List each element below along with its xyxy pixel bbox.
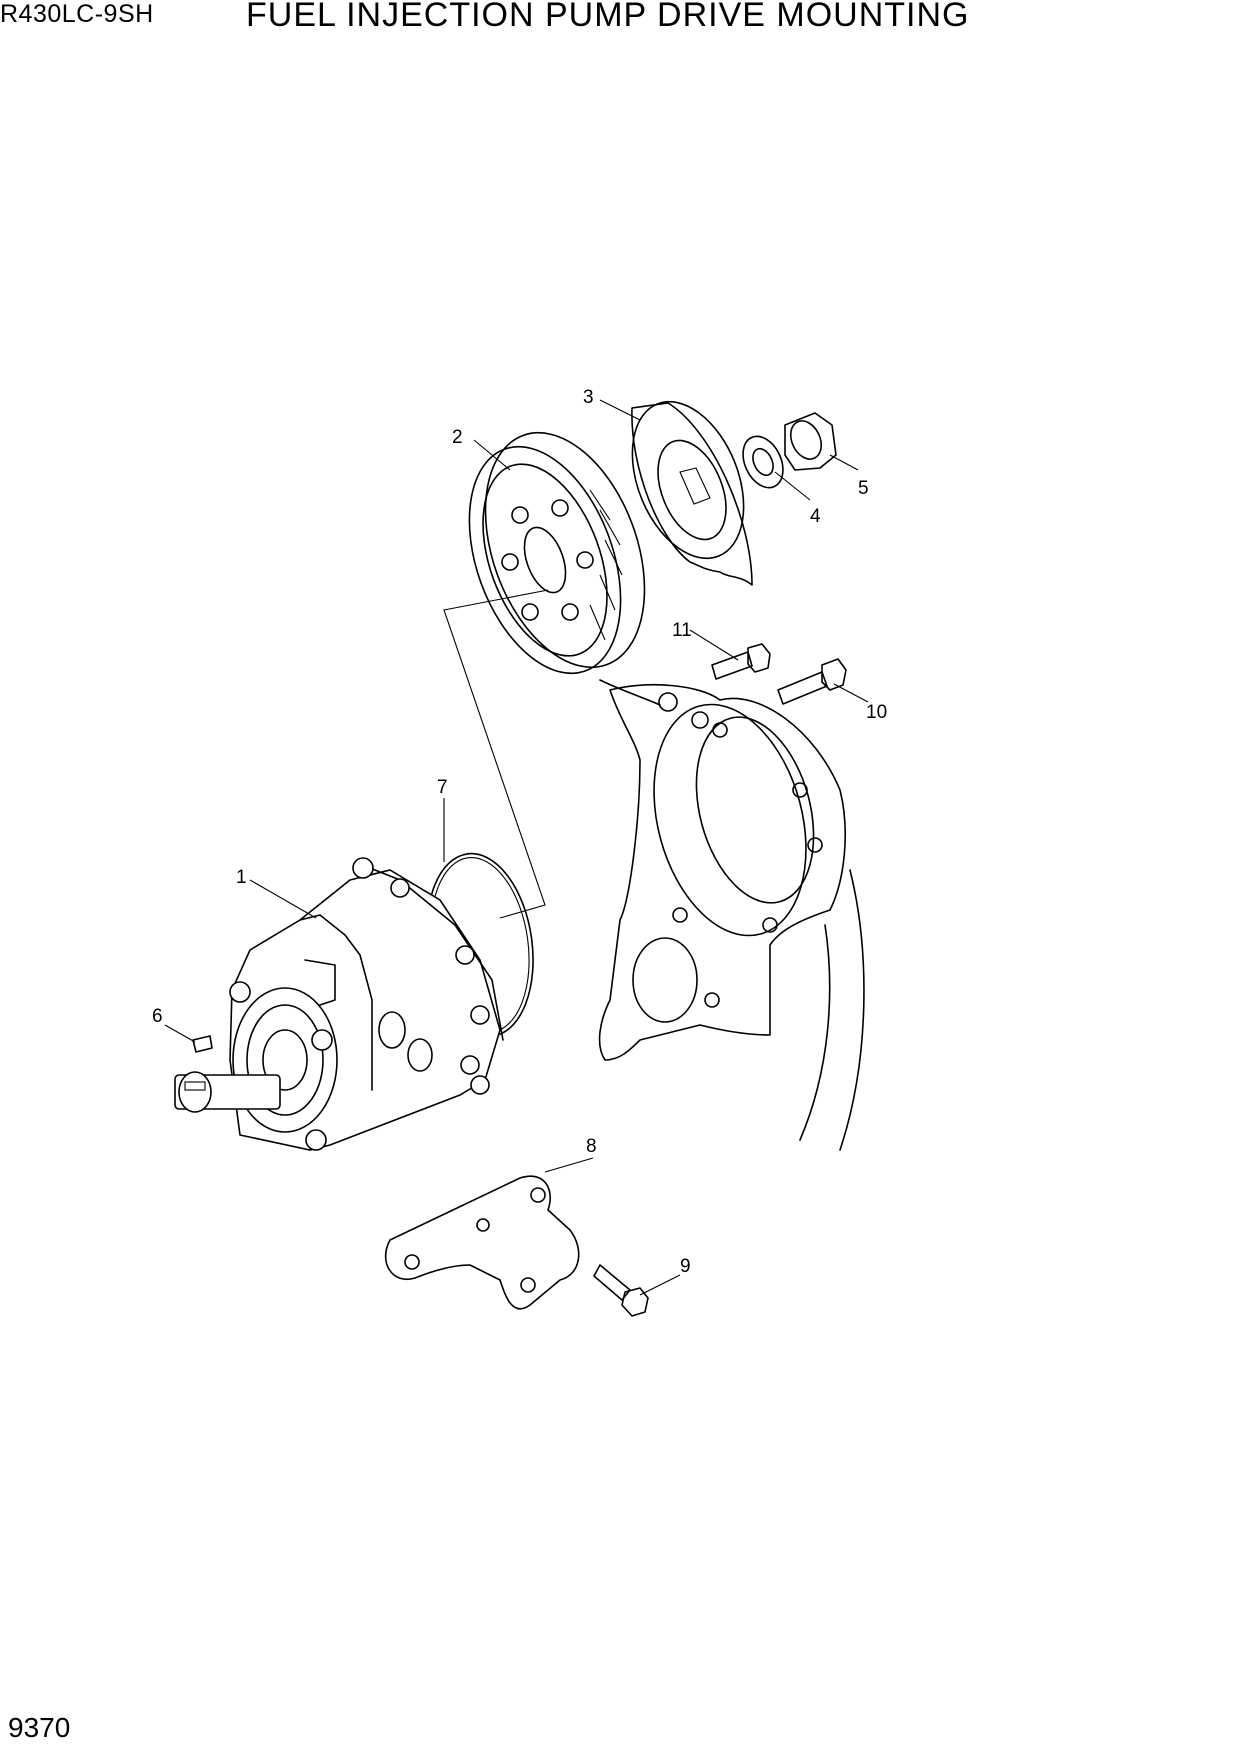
- part-bolt-long[interactable]: [777, 658, 847, 705]
- leader-lines: [164, 399, 869, 1296]
- callout-2: 2: [452, 427, 463, 448]
- part-drive-gear[interactable]: [441, 411, 675, 694]
- part-washer[interactable]: [735, 430, 790, 494]
- model-number: R430LC-9SH: [0, 0, 154, 28]
- callout-7: 7: [437, 777, 448, 798]
- callout-5: 5: [858, 478, 869, 499]
- part-bracket[interactable]: [384, 1175, 580, 1310]
- part-key[interactable]: [192, 1035, 213, 1053]
- page-number: 9370: [8, 1712, 71, 1743]
- part-gear-housing: [598, 679, 865, 1151]
- part-bolt-short[interactable]: [711, 643, 771, 680]
- callout-10: 10: [866, 702, 887, 723]
- part-bracket-bolt[interactable]: [593, 1264, 649, 1317]
- page-title: FUEL INJECTION PUMP DRIVE MOUNTING: [246, 0, 970, 34]
- callout-6: 6: [152, 1006, 163, 1027]
- callout-8: 8: [586, 1136, 597, 1157]
- callout-1: 1: [236, 867, 247, 888]
- part-cover-plate[interactable]: [611, 385, 765, 586]
- part-nut[interactable]: [784, 412, 837, 471]
- callout-4: 4: [810, 506, 821, 527]
- callout-labels: 1 2 3 4 5 6 7 8 9 10 11: [152, 387, 887, 1277]
- callout-11: 11: [672, 620, 692, 641]
- callout-9: 9: [680, 1256, 691, 1277]
- part-pump-drive[interactable]: [174, 857, 504, 1151]
- callout-3: 3: [583, 387, 594, 408]
